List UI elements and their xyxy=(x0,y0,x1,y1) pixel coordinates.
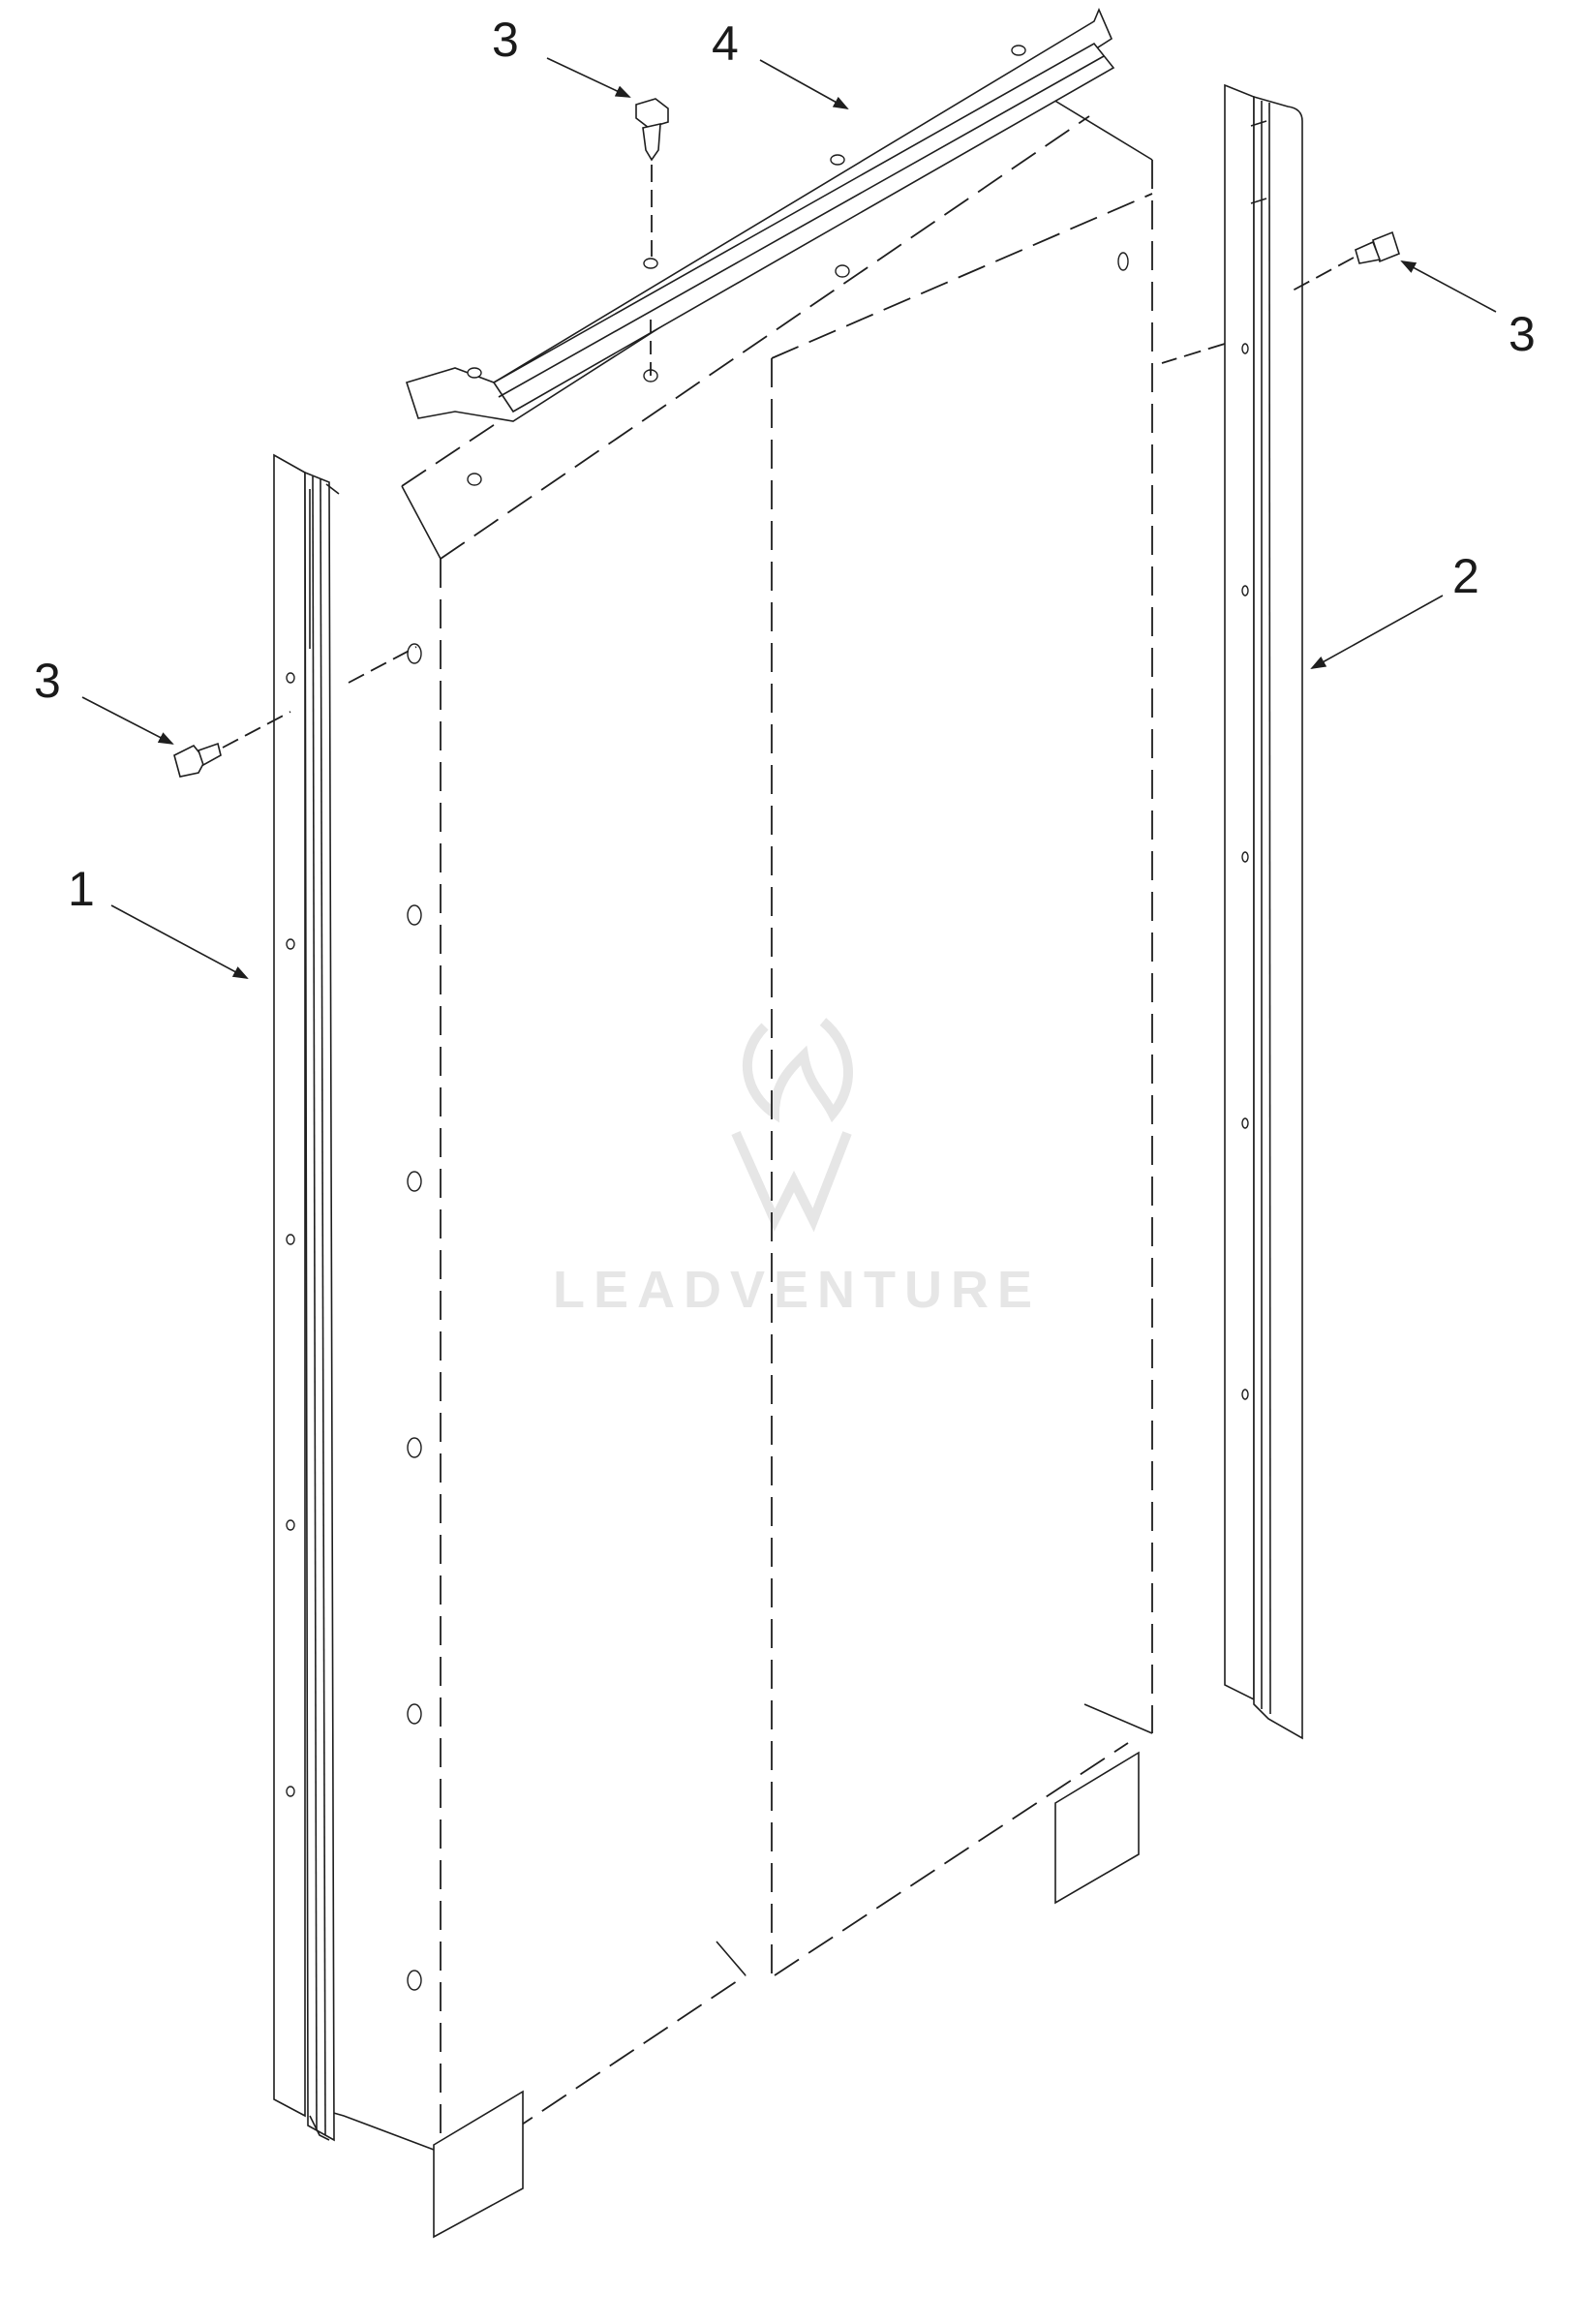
callout-arrow xyxy=(110,904,249,979)
callout-label: 2 xyxy=(1452,549,1479,603)
panel-hole xyxy=(407,1703,422,1725)
callout-arrow xyxy=(546,57,631,98)
screw-axis-line-lower xyxy=(348,646,417,684)
screw-target-hole xyxy=(643,258,658,269)
panel-hole xyxy=(407,1437,422,1458)
callout-3-left: 3 xyxy=(34,654,174,745)
trim-hole xyxy=(1241,343,1249,354)
right-trim-channel xyxy=(1253,95,1303,1740)
trim-hole xyxy=(286,1519,295,1531)
callout-arrow xyxy=(1310,595,1444,669)
panel-bottom-step-a xyxy=(716,1941,747,1976)
panel-hole xyxy=(407,1171,422,1192)
panel-top-edge-front xyxy=(440,115,1090,560)
panel-hole xyxy=(407,904,422,926)
panel-hole xyxy=(407,643,422,664)
screw-axis-line-lower xyxy=(1161,343,1226,364)
part-3-screw-right xyxy=(1161,230,1400,364)
trim-hole xyxy=(286,938,295,950)
rail-hole xyxy=(467,367,482,379)
panel-top-hole xyxy=(835,264,850,278)
panel-top-left-corner xyxy=(401,485,442,560)
rail-hole xyxy=(830,154,845,166)
panel-foot-right xyxy=(1054,1751,1140,1905)
callout-label: 3 xyxy=(34,654,61,708)
trim-hole xyxy=(1241,1117,1249,1129)
callout-arrow xyxy=(81,696,174,745)
callout-label: 4 xyxy=(712,16,739,71)
callout-label: 1 xyxy=(68,862,95,916)
top-rail-body xyxy=(405,7,1113,422)
panel-center-top-link xyxy=(771,193,1153,359)
screw-shank xyxy=(642,122,661,162)
callout-arrow xyxy=(1400,260,1497,313)
panel-top-hole xyxy=(1117,252,1129,271)
right-trim-clip xyxy=(1250,120,1267,204)
trim-hole xyxy=(1241,585,1249,596)
part-3-screw-left xyxy=(173,646,417,778)
callout-arrow xyxy=(759,59,849,109)
trim-hole xyxy=(286,1786,295,1797)
watermark-logo-icon xyxy=(731,1018,853,1233)
right-trim-flange xyxy=(1224,83,1255,1701)
trim-hole xyxy=(286,672,295,684)
screw-axis-line xyxy=(1292,257,1355,291)
watermark: LEADVENTURE xyxy=(553,1018,1041,1319)
left-trim-inner-line xyxy=(320,478,326,2136)
screw-head xyxy=(635,98,669,129)
screw-head xyxy=(173,744,206,778)
panel-foot-left xyxy=(433,2090,524,2239)
callout-3-right: 3 xyxy=(1400,260,1536,361)
part-2-right-trim xyxy=(1224,83,1303,1740)
part-4-top-rail xyxy=(405,7,1115,422)
panel-hole xyxy=(407,1970,422,1991)
panel-assembly xyxy=(309,76,1153,2239)
left-trim-clip-top xyxy=(325,483,340,495)
screw-shank xyxy=(1355,240,1382,264)
panel-bottom-right-edge xyxy=(774,1742,1129,1976)
trim-hole xyxy=(1241,851,1249,863)
callout-label: 3 xyxy=(1509,307,1536,361)
screw-axis-line xyxy=(222,711,291,749)
trim-hole xyxy=(286,1234,295,1245)
callout-1: 1 xyxy=(68,862,249,979)
callout-label: 3 xyxy=(492,13,519,67)
trim-hole xyxy=(1241,1389,1249,1400)
watermark-text: LEADVENTURE xyxy=(553,1261,1041,1319)
left-trim-inner-line xyxy=(312,475,318,2131)
panel-bottom-step-b xyxy=(1083,1703,1153,1734)
callout-4: 4 xyxy=(712,16,849,109)
part-1-left-trim xyxy=(273,453,340,2142)
right-trim-inner-line xyxy=(1268,102,1271,1715)
left-trim-flange xyxy=(273,453,306,2118)
screw-shank xyxy=(197,742,222,767)
panel-top-hole xyxy=(467,473,482,486)
left-trim-bottom xyxy=(309,2115,330,2141)
callout-2: 2 xyxy=(1310,549,1479,669)
top-rail-groove xyxy=(498,55,1105,398)
callout-3-top: 3 xyxy=(492,13,631,98)
part-3-screw-top xyxy=(635,98,669,376)
rail-hole xyxy=(1011,45,1026,56)
left-trim-channel xyxy=(304,471,335,2142)
top-rail-lip xyxy=(492,42,1115,413)
